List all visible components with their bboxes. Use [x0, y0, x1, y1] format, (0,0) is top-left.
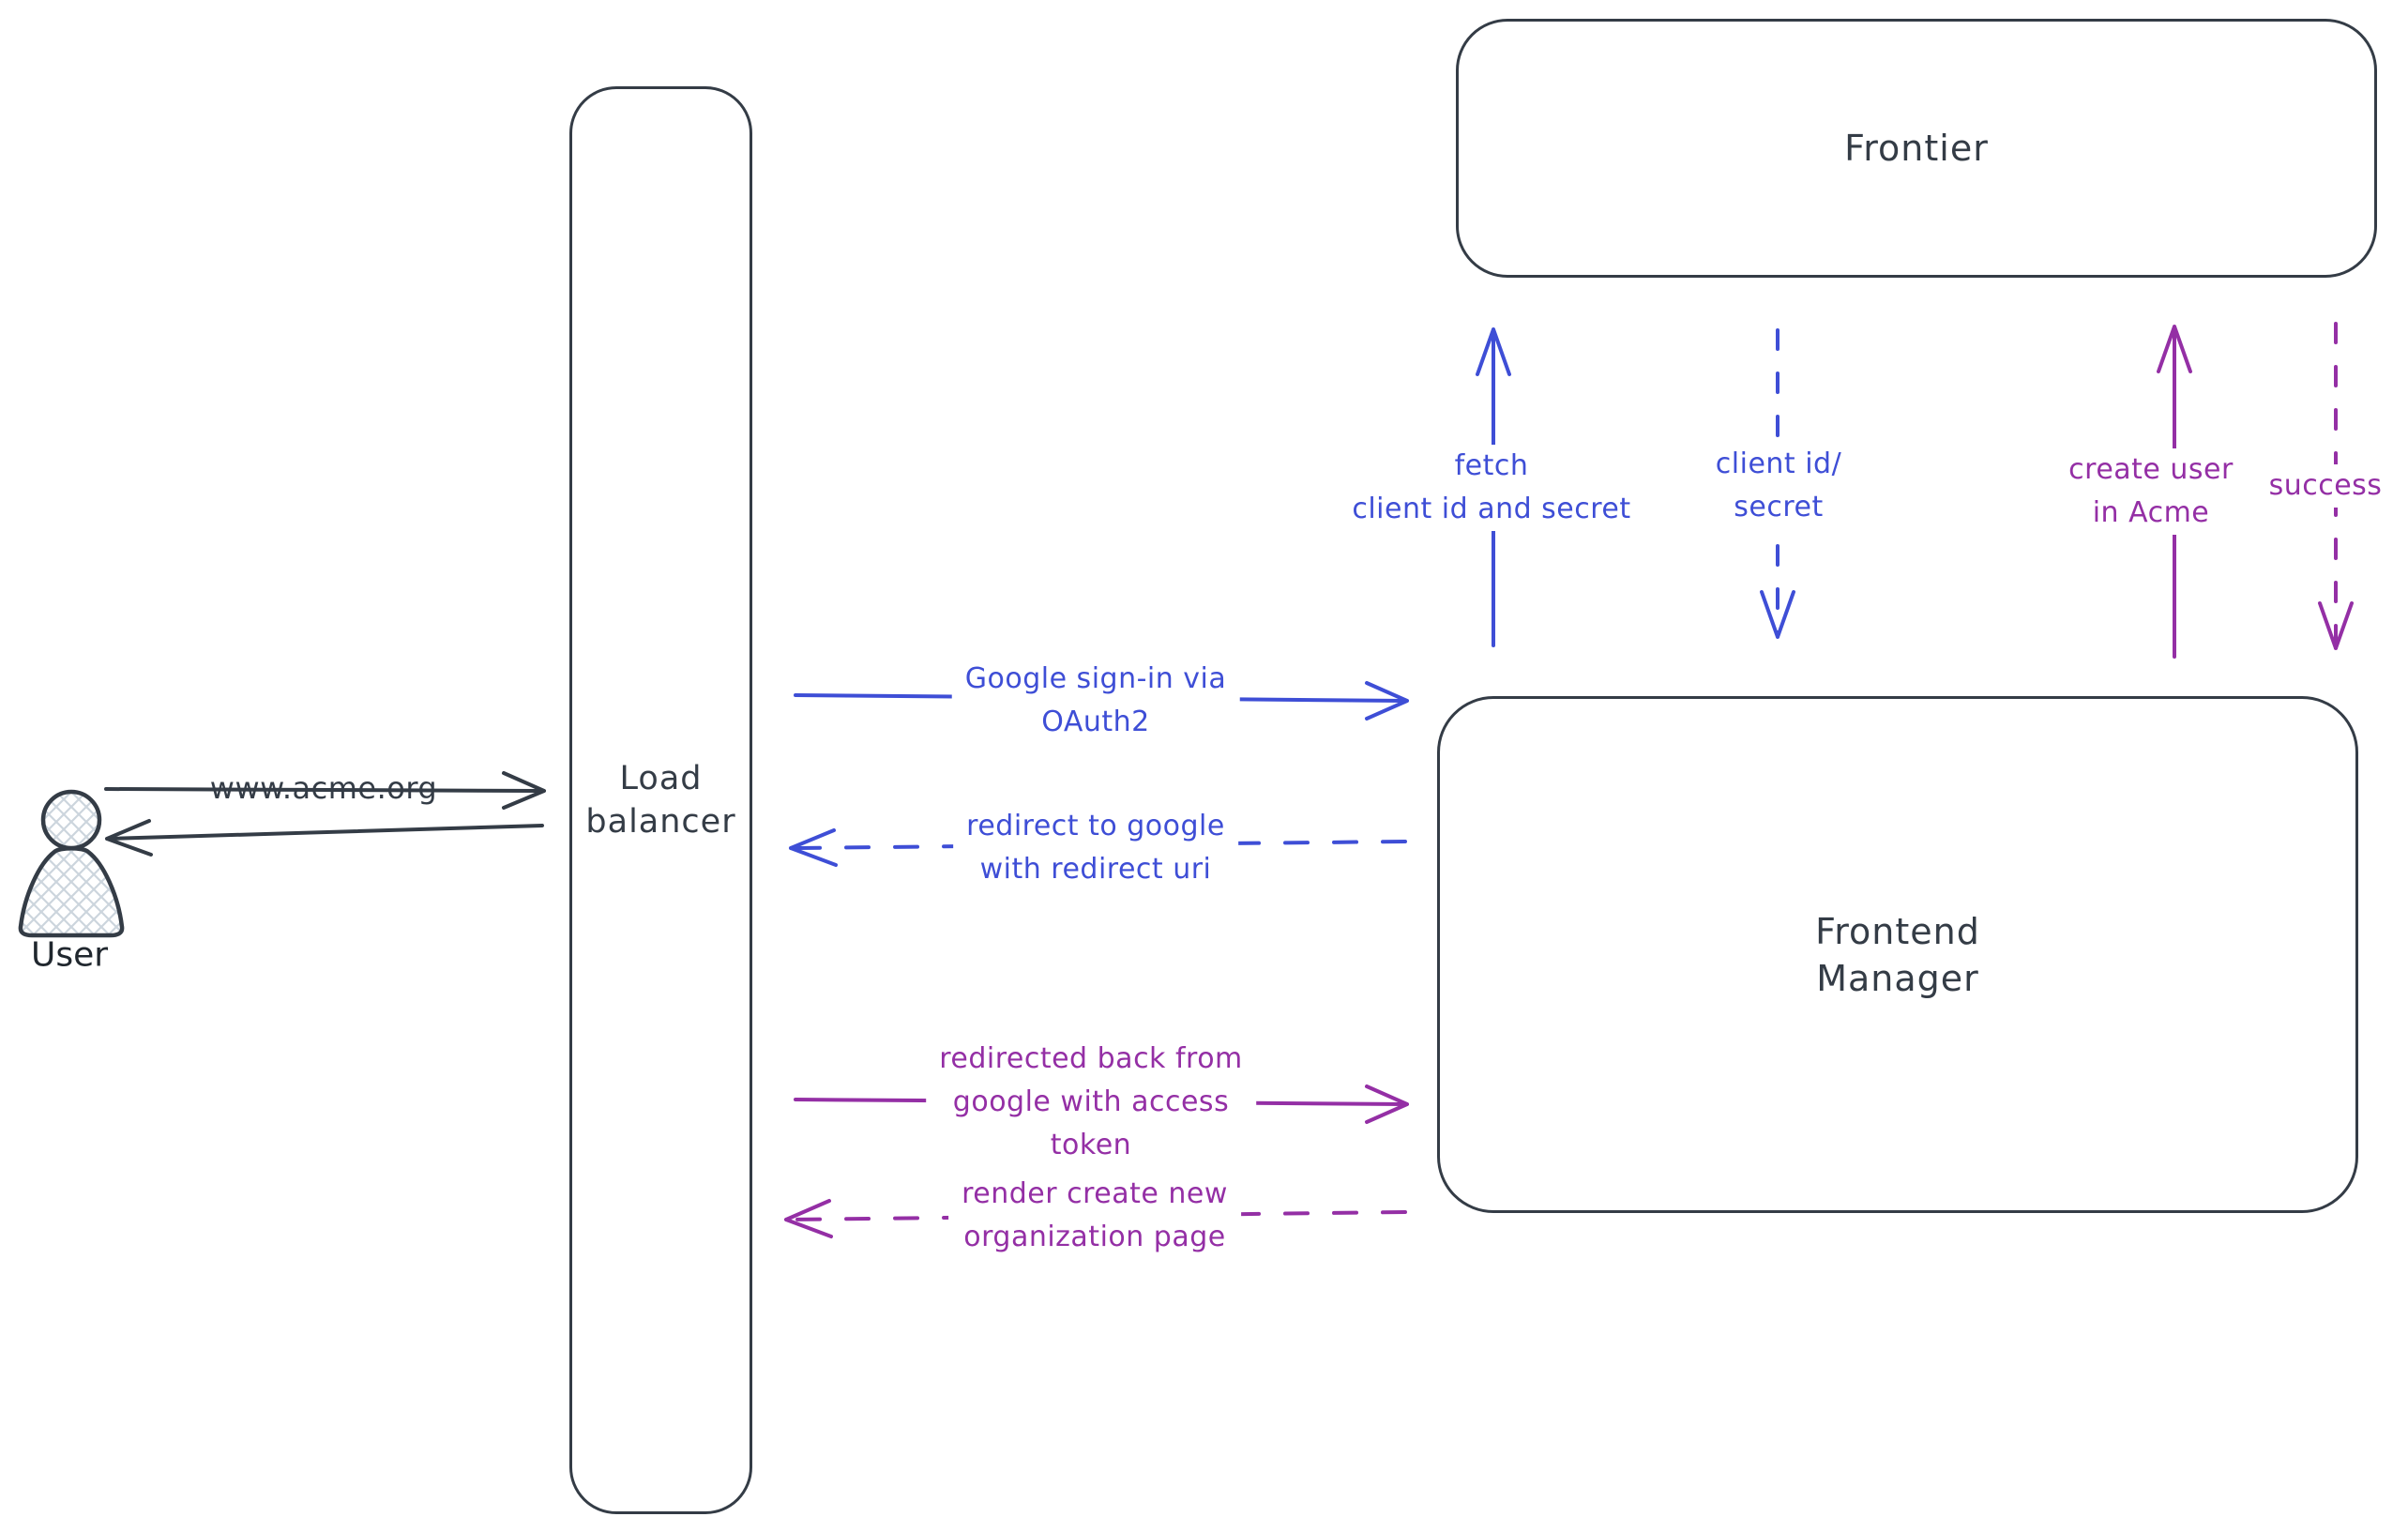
- arrow-success: [2318, 322, 2354, 650]
- arrow-client-id-secret: [1760, 328, 1795, 639]
- edge-label-line: google with access: [952, 1085, 1230, 1118]
- frontend-manager-node: Frontend Manager: [1437, 696, 2358, 1213]
- edge-label-line: organization page: [963, 1221, 1226, 1253]
- edge-label-line: secret: [1734, 491, 1824, 523]
- user-icon: [18, 789, 125, 938]
- edge-label-line: redirect to google: [966, 810, 1225, 842]
- edge-label-line: client id/: [1715, 447, 1842, 480]
- node-label-line: balancer: [585, 803, 736, 841]
- edge-label-fetch-client: fetch client id and secret: [1339, 445, 1644, 531]
- edge-label-redirected-back: redirected back from google with access …: [926, 1038, 1256, 1167]
- user-body: [18, 846, 125, 938]
- load-balancer-node: Load balancer: [569, 86, 752, 1514]
- edge-label-line: render create new: [962, 1177, 1228, 1210]
- frontier-node: Frontier: [1456, 19, 2377, 278]
- edge-label-line: in Acme: [2092, 496, 2210, 529]
- edge-label-render-org-page: render create new organization page: [948, 1173, 1241, 1259]
- edge-label-line: with redirect uri: [979, 853, 1212, 886]
- edge-label-line: fetch: [1454, 449, 1529, 482]
- edge-label-line: create user: [2068, 453, 2234, 486]
- arrow-www-request: [104, 771, 546, 810]
- edge-label-client-id-secret: client id/ secret: [1702, 443, 1855, 529]
- edge-label-success: success: [2255, 464, 2396, 508]
- edge-label-redirect-google: redirect to google with redirect uri: [953, 805, 1238, 891]
- node-label-line: Manager: [1816, 957, 1979, 999]
- node-label-line: Load: [619, 760, 703, 797]
- frontend-manager-label: Frontend Manager: [1815, 908, 1980, 1002]
- edge-label-line: Google sign-in via: [964, 662, 1227, 695]
- edge-label-www: www.acme.org: [209, 770, 438, 806]
- edge-label-line: redirected back from: [939, 1042, 1243, 1075]
- node-label-line: Frontend: [1815, 910, 1980, 952]
- arrow-www-response: [105, 819, 544, 857]
- edge-label-line: OAuth2: [1041, 705, 1150, 738]
- edge-label-line: client id and secret: [1352, 493, 1631, 525]
- edge-label-google-signin: Google sign-in via OAuth2: [951, 658, 1240, 744]
- user-label: User: [30, 935, 109, 975]
- load-balancer-label: Load balancer: [585, 757, 735, 843]
- edge-label-create-user: create user in Acme: [2055, 448, 2247, 535]
- edge-label-line: token: [1050, 1129, 1132, 1161]
- frontier-label: Frontier: [1844, 128, 1989, 169]
